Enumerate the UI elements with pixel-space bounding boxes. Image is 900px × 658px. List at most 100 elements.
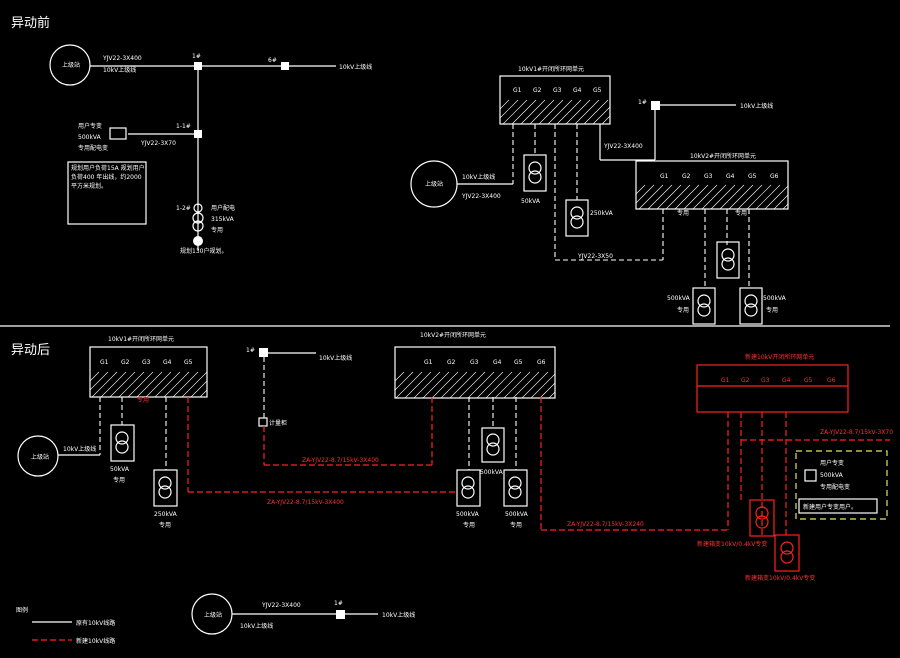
- hatch-line: [755, 184, 781, 210]
- hatch-line: [520, 99, 546, 125]
- after-line-top-label: 10kV上级线: [319, 354, 352, 362]
- rm1-bay-1: G1: [513, 87, 522, 94]
- hatch-line: [565, 99, 591, 125]
- after-rm1-bay-1: G1: [100, 359, 109, 366]
- tx-500-kva: 500kVA: [78, 134, 102, 141]
- hatch-line: [404, 371, 432, 399]
- hatch-line: [136, 371, 163, 398]
- rm2-bay-3: G3: [704, 173, 713, 180]
- hatch-line: [503, 371, 531, 399]
- after-tx-50-type: 专用: [113, 476, 125, 484]
- tx-50-label: 50kVA: [521, 198, 541, 205]
- after-rm2-title: 10kV2#开闭所环网单元: [420, 331, 486, 339]
- after-cable-a: ZA-YJV22-8.7/15kV-3X400: [302, 457, 379, 464]
- hatch-line: [154, 371, 181, 398]
- hatch-line: [511, 99, 537, 125]
- after-tx-50-box: [110, 424, 135, 462]
- legend-new: 新建10kV线路: [76, 637, 115, 645]
- after-new-tx-1-box: [749, 499, 775, 537]
- before-title: 异动前: [11, 15, 50, 31]
- legend-sw: 1#: [334, 600, 343, 607]
- rm2-bay-1: G1: [660, 173, 669, 180]
- after-tx-500b-box: [503, 469, 528, 507]
- hatch-line: [485, 371, 513, 399]
- after-diagram: 10kV1#开闭所环网单元 G1 G2 G3 G4 G5 1# 10kV上级线 …: [17, 331, 893, 582]
- hatch-line: [583, 99, 609, 125]
- after-rm2-bay-5: G5: [514, 359, 523, 366]
- hatch-line: [529, 99, 555, 125]
- hatch-line: [163, 371, 190, 398]
- hatch-line: [656, 184, 682, 210]
- hatch-line: [127, 371, 154, 398]
- after-tx-500b: 500kVA: [505, 511, 529, 518]
- after-rm2-bay-1: G1: [424, 359, 433, 366]
- after-rm3-bay-1: G1: [721, 377, 730, 384]
- after-tx-250-box: [153, 469, 178, 507]
- legend-cable: YJV22-3X400: [261, 602, 301, 609]
- tx-500a-box: [692, 287, 716, 325]
- legend-title: 图例: [16, 606, 28, 614]
- switch-1: [194, 62, 202, 70]
- tx-315-kva: 315kVA: [211, 216, 235, 223]
- after-dashed-note: 新建用户专变用户。: [803, 503, 857, 511]
- switch-right-label: 1#: [638, 99, 647, 106]
- after-tag-zy: 专用: [137, 396, 149, 404]
- after-tx-50-label: 50kVA: [110, 466, 130, 473]
- after-tx-mid-box: [481, 427, 505, 463]
- tx-500a-type: 专用: [677, 306, 689, 314]
- cable-branch-label: YJV22-3X70: [140, 140, 176, 147]
- after-rm2-bay-4: G4: [493, 359, 502, 366]
- rm2-bay-5: G5: [748, 173, 757, 180]
- hatch-line: [719, 184, 745, 210]
- tx-500-name: 用户专变: [78, 122, 102, 130]
- hatch-line: [199, 389, 208, 398]
- source-right-label: 上级站: [425, 180, 443, 188]
- hatch-line: [467, 371, 495, 399]
- ring-main-unit-2: [635, 160, 789, 210]
- after-tx-500a: 500kVA: [456, 511, 480, 518]
- after-ring-main-3: [696, 364, 849, 413]
- rm1-bay-4: G4: [573, 87, 582, 94]
- hatch-line: [548, 391, 556, 399]
- rm2-bay-2: G2: [682, 173, 691, 180]
- after-rm3-bay-2: G2: [741, 377, 750, 384]
- rm1-bay-3: G3: [553, 87, 562, 94]
- after-tx-500a-box: [456, 469, 481, 507]
- hatch-line: [494, 371, 522, 399]
- hatch-line: [499, 99, 510, 110]
- before-right-diagram: 10kV1#开闭所环网单元 G1 G2 G3 G4 G5 1# 10kV上级线 …: [410, 65, 789, 325]
- hatch-line: [538, 99, 564, 125]
- hatch-line: [476, 371, 504, 399]
- hatch-line: [118, 371, 145, 398]
- after-meter-label: 计量柜: [269, 419, 287, 427]
- after-feeder-label: 10kV上级线: [63, 445, 96, 453]
- tx-top-box: [716, 241, 740, 279]
- hatch-line: [530, 373, 556, 399]
- hatch-line: [539, 382, 556, 399]
- after-ring-main-2: [394, 346, 556, 399]
- rm2-bay-4: G4: [726, 173, 735, 180]
- hatch-line: [499, 99, 519, 119]
- hatch-line: [521, 371, 549, 399]
- after-rm2-bay-6: G6: [537, 359, 546, 366]
- after-dashed-kva: 500kVA: [820, 472, 844, 479]
- rm1-bay-2: G2: [533, 87, 542, 94]
- tx-500b-label: 500kVA: [763, 295, 787, 302]
- after-dashed-name: 用户专变: [820, 459, 844, 467]
- hatch-line: [91, 371, 118, 398]
- after-rm3-bay-4: G4: [782, 377, 791, 384]
- switch-1-label: 1#: [192, 53, 201, 60]
- switch-1-1: [194, 130, 202, 138]
- note-box: [67, 161, 147, 225]
- hatch-line: [692, 184, 718, 210]
- switch-6: [281, 62, 289, 70]
- hatch-line: [737, 184, 763, 210]
- hatch-line: [100, 371, 127, 398]
- after-tx-500c: 500kVA: [480, 469, 504, 476]
- hatch-line: [635, 184, 646, 195]
- hatch-line: [190, 380, 208, 398]
- tx-250-box: [565, 199, 589, 237]
- hatch-line: [413, 371, 441, 399]
- hatch-line: [449, 371, 477, 399]
